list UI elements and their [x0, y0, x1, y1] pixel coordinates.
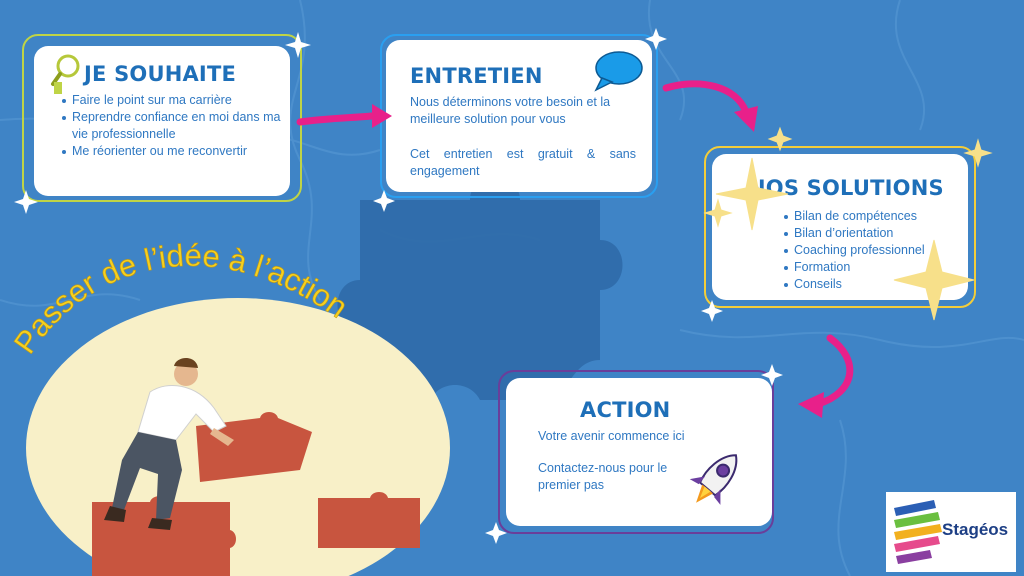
magnifier-person-icon: [51, 54, 80, 94]
list-item: Faire le point sur ma carrière: [62, 92, 287, 109]
logo-name: Stagéos: [942, 520, 1009, 539]
entretien-note: Cet entretien est gratuit & sans engagem…: [410, 147, 636, 178]
action-cta: Contactez-nous pour le premier pas: [538, 461, 668, 492]
solutions-list: Bilan de compétences Bilan d’orientation…: [784, 208, 974, 293]
list-item: Reprendre confiance en moi dans ma vie p…: [62, 109, 287, 143]
list-item: Coaching professionnel: [784, 242, 974, 259]
card-title: JE SOUHAITE: [84, 62, 237, 86]
card-je-souhaite: JE SOUHAITE Faire le point sur ma carriè…: [22, 34, 302, 202]
list-item: Formation: [784, 259, 974, 276]
entretien-text: Nous déterminons votre besoin et la meil…: [410, 95, 611, 126]
list-item: Bilan de compétences: [784, 208, 974, 225]
card-title: ENTRETIEN: [410, 64, 543, 88]
rocket-icon: [689, 454, 738, 505]
list-item: Conseils: [784, 276, 974, 293]
illustration-person-puzzle: [26, 298, 450, 576]
souhaite-list: Faire le point sur ma carrière Reprendre…: [62, 92, 287, 160]
stageos-logo: Stagéos: [886, 492, 1016, 572]
puzzle-piece-shape: [337, 177, 623, 400]
card-entretien: ENTRETIEN Nous déterminons votre besoin …: [380, 34, 658, 198]
card-title: NOS SOLUTIONS: [748, 176, 944, 200]
card-action: ACTION Votre avenir commence ici Contact…: [498, 370, 774, 534]
logo-stripes-icon: [894, 500, 942, 564]
card-nos-solutions: NOS SOLUTIONS Bilan de compétences Bilan…: [704, 146, 976, 308]
list-item: Me réorienter ou me reconvertir: [62, 143, 287, 160]
speech-bubble-icon: [594, 51, 643, 92]
card-title: ACTION: [580, 398, 671, 422]
list-item: Bilan d’orientation: [784, 225, 974, 242]
action-text: Votre avenir commence ici: [538, 429, 685, 443]
